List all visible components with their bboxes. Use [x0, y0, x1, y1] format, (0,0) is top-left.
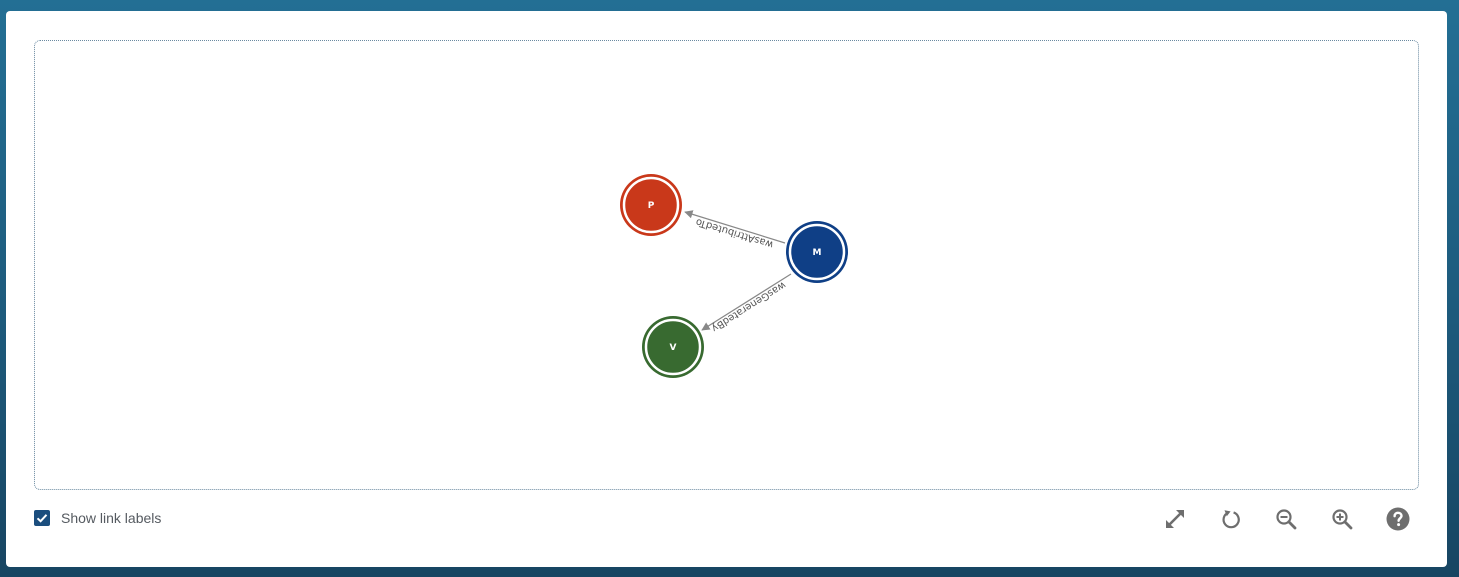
node-p-label: P [648, 201, 655, 211]
help-icon [1386, 507, 1410, 531]
expand-icon [1166, 510, 1184, 528]
zoom-out-button[interactable] [1272, 505, 1300, 533]
zoom-in-button[interactable] [1328, 505, 1356, 533]
node-v[interactable]: V [642, 316, 704, 378]
node-v-label: V [670, 343, 677, 353]
fullscreen-button[interactable] [1161, 505, 1189, 533]
node-m-label: M [813, 248, 822, 258]
graph-panel: wasAttributedTo wasGeneratedBy P M [6, 11, 1447, 567]
graph-toolbar [6, 505, 1447, 533]
link-label-text: wasAttributedTo [695, 216, 775, 250]
graph-canvas[interactable]: wasAttributedTo wasGeneratedBy P M [34, 40, 1419, 490]
link-label-was-generated-by: wasGeneratedBy [709, 279, 787, 334]
show-link-labels-checkbox[interactable] [34, 510, 50, 526]
node-p[interactable]: P [620, 174, 682, 236]
node-m[interactable]: M [786, 221, 848, 283]
link-label-was-attributed-to: wasAttributedTo [695, 216, 775, 250]
zoom-out-icon [1276, 509, 1297, 530]
zoom-in-icon [1332, 509, 1353, 530]
provenance-graph[interactable]: wasAttributedTo wasGeneratedBy P M [35, 41, 1418, 489]
help-button[interactable] [1384, 505, 1412, 533]
reset-icon [1222, 510, 1240, 529]
link-m-to-v[interactable] [701, 273, 792, 331]
link-label-text: wasGeneratedBy [709, 279, 787, 334]
check-icon [36, 514, 48, 523]
show-link-labels-label: Show link labels [61, 510, 162, 526]
reset-view-button[interactable] [1217, 505, 1245, 533]
link-m-to-p[interactable] [684, 210, 786, 244]
show-link-labels-toggle[interactable]: Show link labels [34, 509, 161, 527]
